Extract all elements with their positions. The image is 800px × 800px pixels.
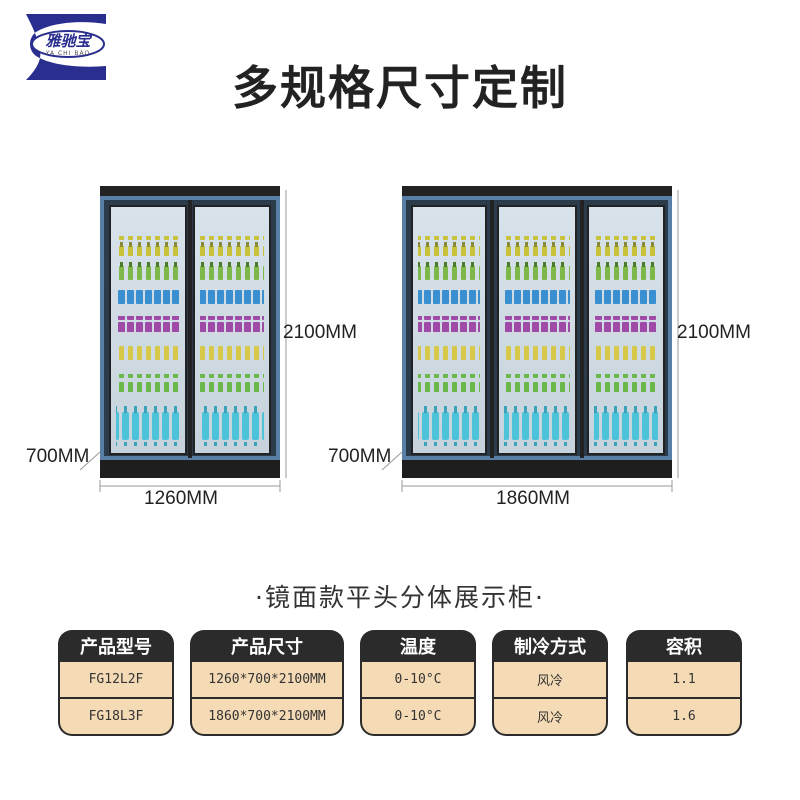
- fridge-1-depth-label: 700MM: [26, 446, 90, 467]
- logo-text: 雅驰宝: [45, 32, 91, 50]
- fridge-1-height-label: 2100MM: [283, 322, 357, 343]
- product-subtitle: ·镜面款平头分体展示柜·: [255, 583, 545, 612]
- spec-column-cooling: 制冷方式 风冷 风冷: [492, 630, 608, 736]
- fridge-2-height-label: 2100MM: [677, 322, 751, 343]
- spec-cell: 风冷: [536, 674, 563, 689]
- spec-header-cooling: 制冷方式: [492, 630, 608, 662]
- spec-cell: 0-10°C: [362, 697, 474, 734]
- spec-cell: 风冷: [494, 697, 606, 734]
- spec-cell: 1860*700*2100MM: [192, 697, 342, 734]
- fridge-2-door: [79, 186, 287, 492]
- fridge-1-width-label: 1260MM: [144, 488, 218, 509]
- spec-cell: 0-10°C: [394, 672, 442, 687]
- spec-column-size: 产品尺寸 1260*700*2100MM 1860*700*2100MM: [190, 630, 344, 736]
- spec-column-temperature: 温度 0-10°C 0-10°C: [360, 630, 476, 736]
- spec-header-temperature: 温度: [360, 630, 476, 662]
- page-title: 多规格尺寸定制: [232, 61, 568, 115]
- fridge-illustrations: [79, 186, 679, 492]
- spec-header-model: 产品型号: [58, 630, 174, 662]
- fridge-2-depth-label: 700MM: [328, 446, 392, 467]
- spec-cell: FG12L2F: [88, 672, 144, 687]
- spec-column-model: 产品型号 FG12L2F FG18L3F: [58, 630, 174, 736]
- spec-header-size: 产品尺寸: [190, 630, 344, 662]
- spec-cell: FG18L3F: [60, 697, 172, 734]
- brand-logo: 雅驰宝 YA CHI BAO: [22, 10, 110, 84]
- fridge-2-width-label: 1860MM: [496, 488, 570, 509]
- logo-subtext: YA CHI BAO: [45, 50, 91, 57]
- spec-header-capacity: 容积: [626, 630, 742, 662]
- spec-cell: 1.6: [628, 697, 740, 734]
- spec-cell: 1260*700*2100MM: [208, 672, 326, 687]
- spec-cell: 1.1: [672, 672, 696, 687]
- spec-column-capacity: 容积 1.1 1.6: [626, 630, 742, 736]
- fridge-3-door: [381, 186, 679, 492]
